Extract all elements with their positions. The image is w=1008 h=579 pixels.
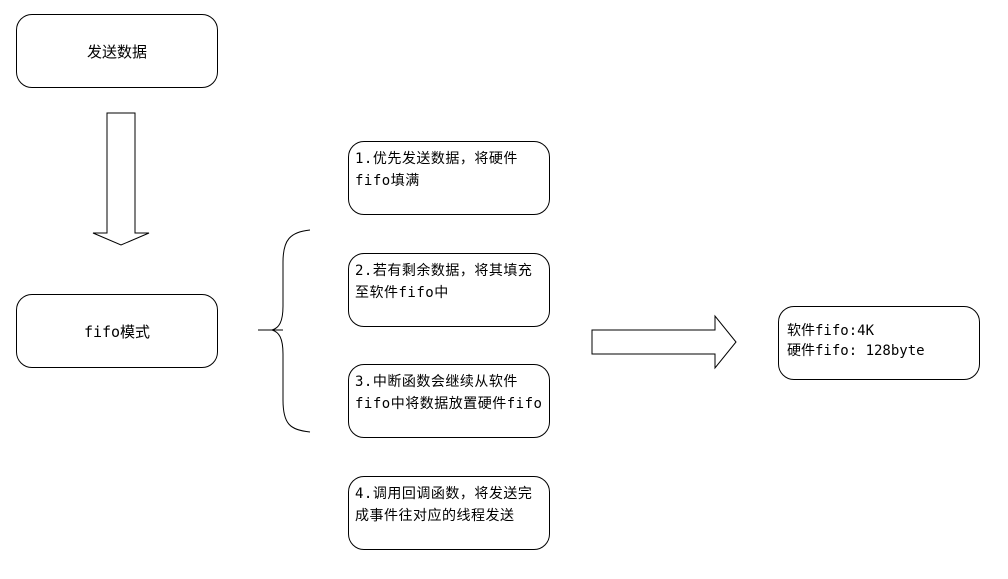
fifo-info-box: 软件fifo:4K 硬件fifo: 128byte [778,306,980,380]
fifo-mode-box: fifo模式 [16,294,218,368]
step-3-text: 3.中断函数会继续从软件fifo中将数据放置硬件fifo [355,374,543,412]
step-4-text: 4.调用回调函数，将发送完成事件往对应的线程发送 [355,486,533,524]
send-data-label: 发送数据 [86,42,147,61]
hardware-fifo-text: 硬件fifo: 128byte [787,343,925,359]
software-fifo-text: 软件fifo:4K [787,323,875,339]
right-arrow [591,314,737,370]
step-2-text: 2.若有剩余数据，将其填充至软件fifo中 [355,263,533,301]
step-1-text: 1.优先发送数据，将硬件fifo填满 [355,151,518,189]
step-1-box: 1.优先发送数据，将硬件fifo填满 [348,141,550,215]
curly-brace [270,229,311,433]
step-3-box: 3.中断函数会继续从软件fifo中将数据放置硬件fifo [348,364,550,438]
down-arrow [92,112,150,246]
step-4-box: 4.调用回调函数，将发送完成事件往对应的线程发送 [348,476,550,550]
send-data-box: 发送数据 [16,14,218,88]
fifo-mode-label: fifo模式 [83,322,151,341]
step-2-box: 2.若有剩余数据，将其填充至软件fifo中 [348,253,550,327]
